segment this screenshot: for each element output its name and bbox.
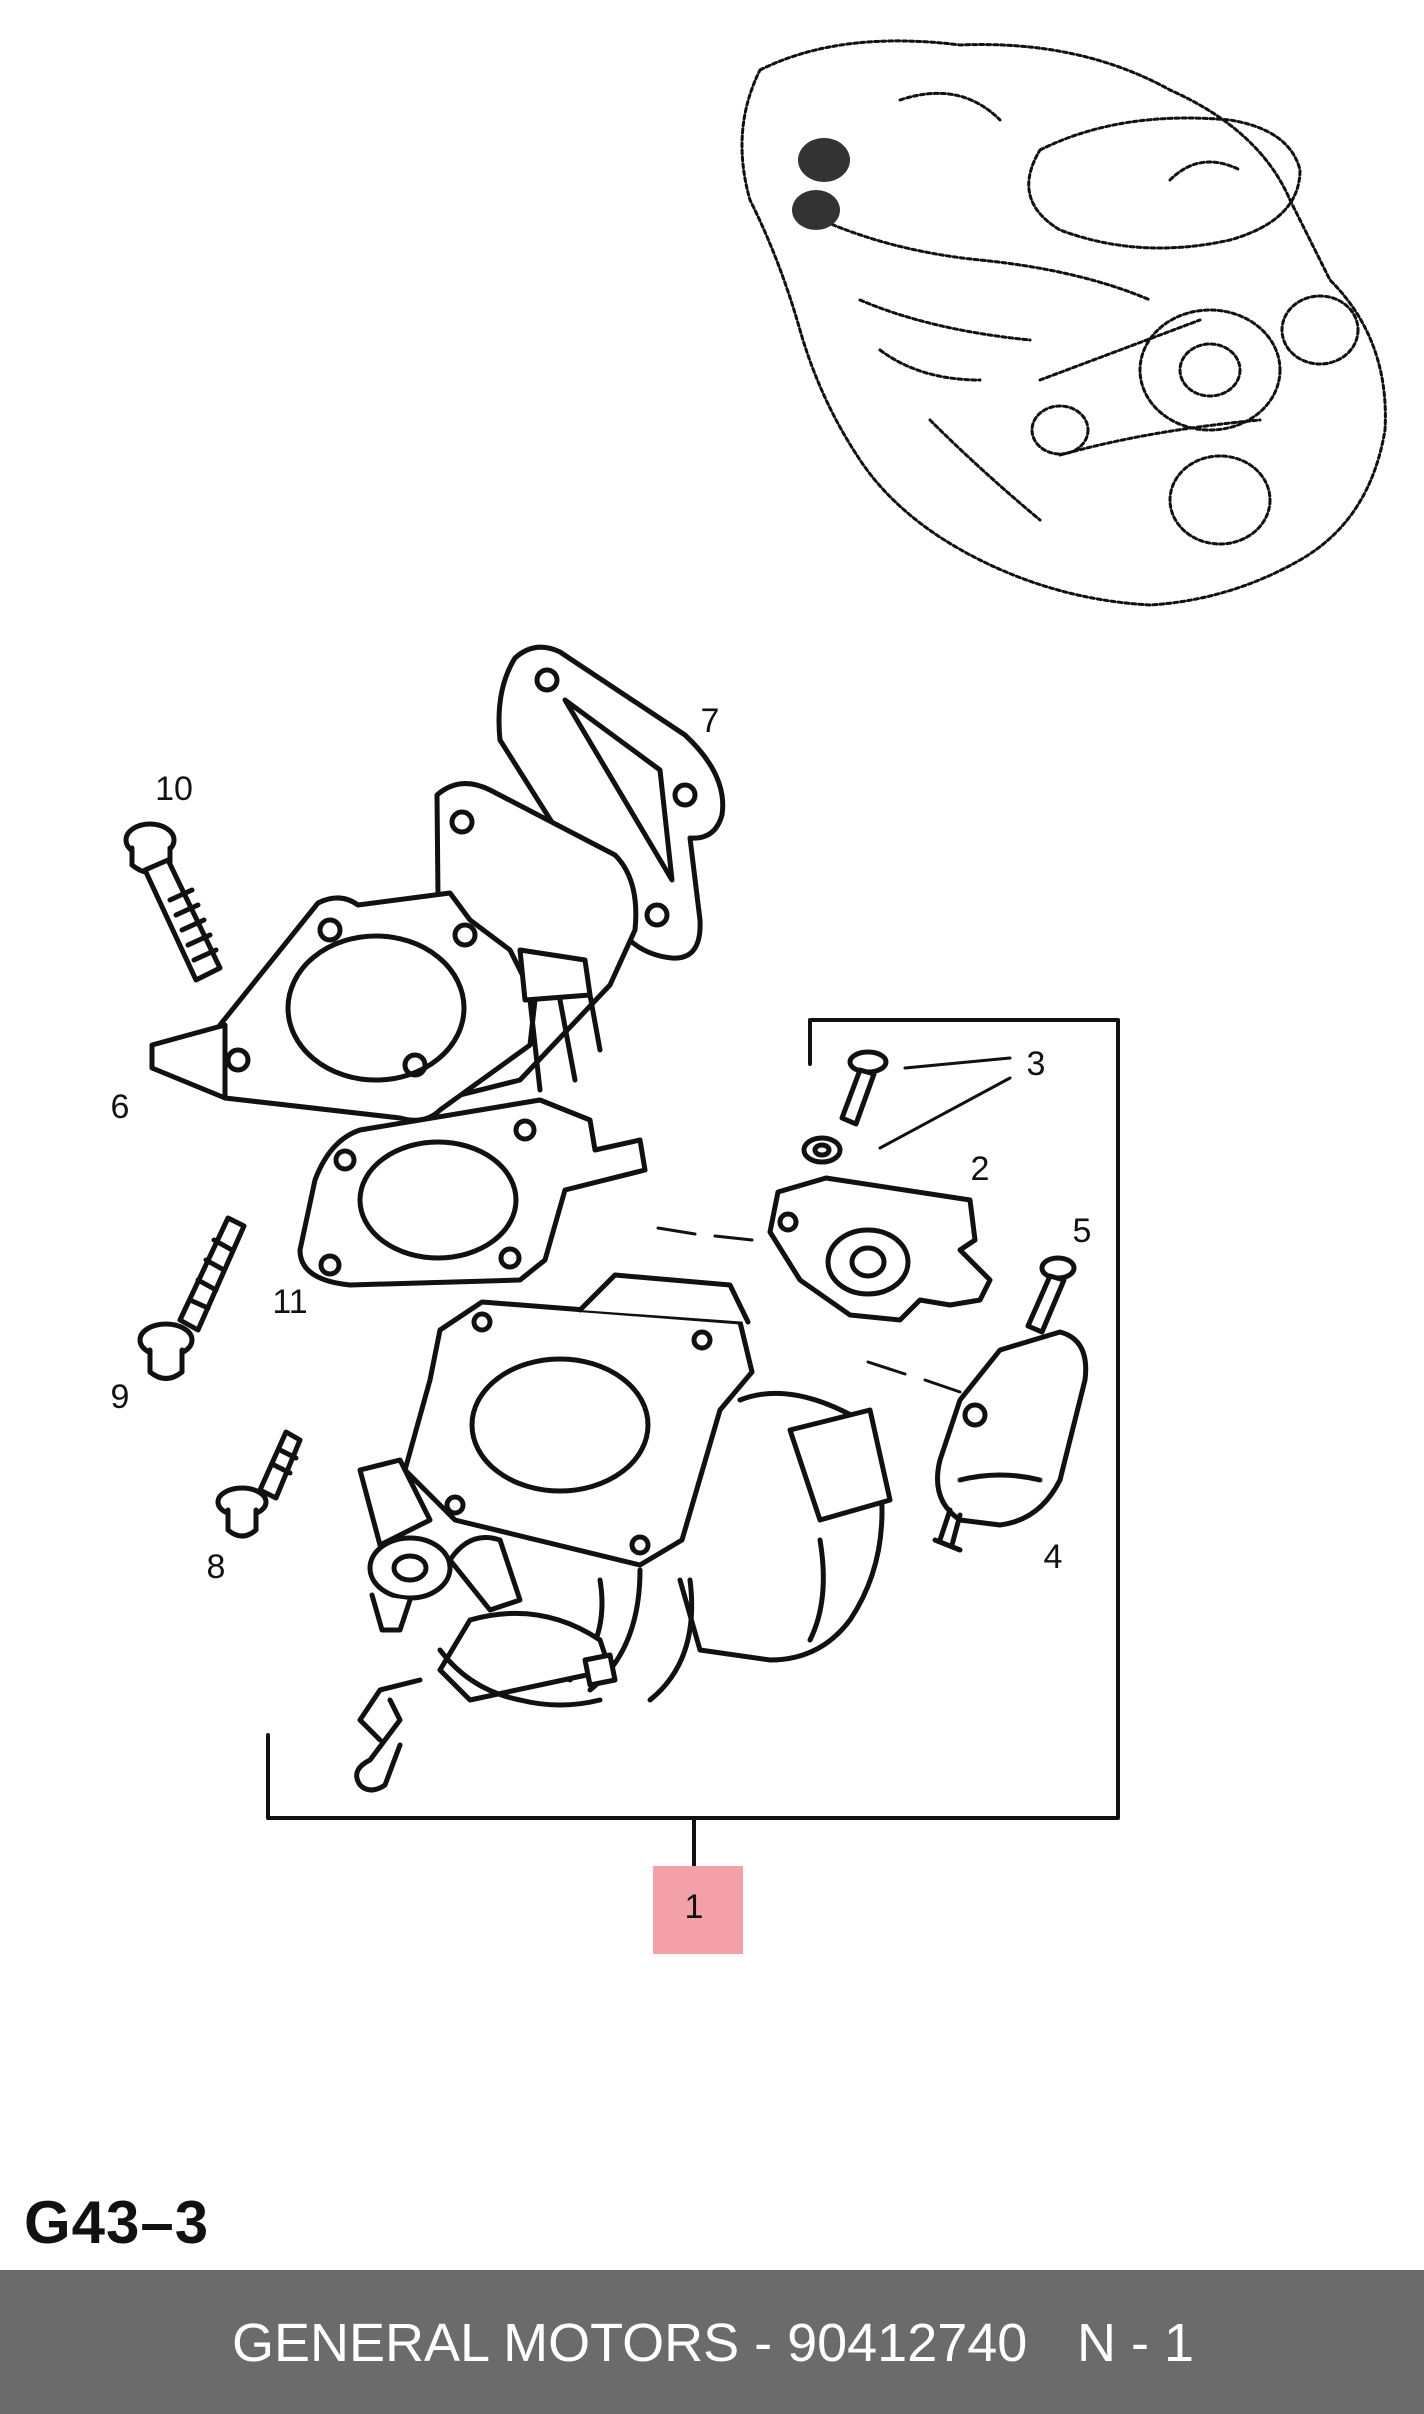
part-3-screw-washer <box>801 1049 1012 1165</box>
callout-6: 6 <box>111 1088 130 1126</box>
part-7-gasket-bracket <box>496 644 726 961</box>
callout-1: 1 <box>685 1888 704 1926</box>
part-10-bolt <box>123 821 223 983</box>
footer-part-number: GENERAL MOTORS - 90412740 <box>232 2313 1028 2373</box>
part-6-flange <box>149 781 639 1123</box>
callout-4: 4 <box>1044 1538 1063 1576</box>
footer-bar: GENERAL MOTORS - 90412740 N - 1 <box>0 2270 1424 2414</box>
part-8-bolt <box>215 1429 303 1539</box>
engine-highlight-marker <box>792 138 850 230</box>
footer-quantity: N - 1 <box>1077 2313 1195 2373</box>
callout-5: 5 <box>1073 1212 1092 1250</box>
part-11-gasket <box>297 1097 648 1288</box>
callout-7: 7 <box>701 702 720 740</box>
part-9-bolt <box>137 1215 247 1381</box>
part-1-assembly-bracket <box>266 1018 1120 1870</box>
figure-code: G43–3 <box>24 2189 210 2256</box>
exploded-parts-diagram: 1 2 3 4 5 6 7 8 9 10 11 <box>111 39 1387 1954</box>
callout-8: 8 <box>207 1548 226 1586</box>
callout-11: 11 <box>272 1283 307 1321</box>
part-5-screw <box>1025 1255 1077 1335</box>
part-4-idle-air-valve <box>866 1329 1089 1553</box>
part-2-position-sensor <box>656 1175 993 1323</box>
callout-2: 2 <box>971 1150 990 1188</box>
part-1-highlight-box <box>653 1866 743 1954</box>
engine-overview-illustration <box>740 39 1387 607</box>
callout-10: 10 <box>155 770 193 808</box>
callout-3: 3 <box>1027 1045 1046 1083</box>
throttle-body-assembly <box>354 1272 893 1793</box>
callout-9: 9 <box>111 1378 130 1416</box>
